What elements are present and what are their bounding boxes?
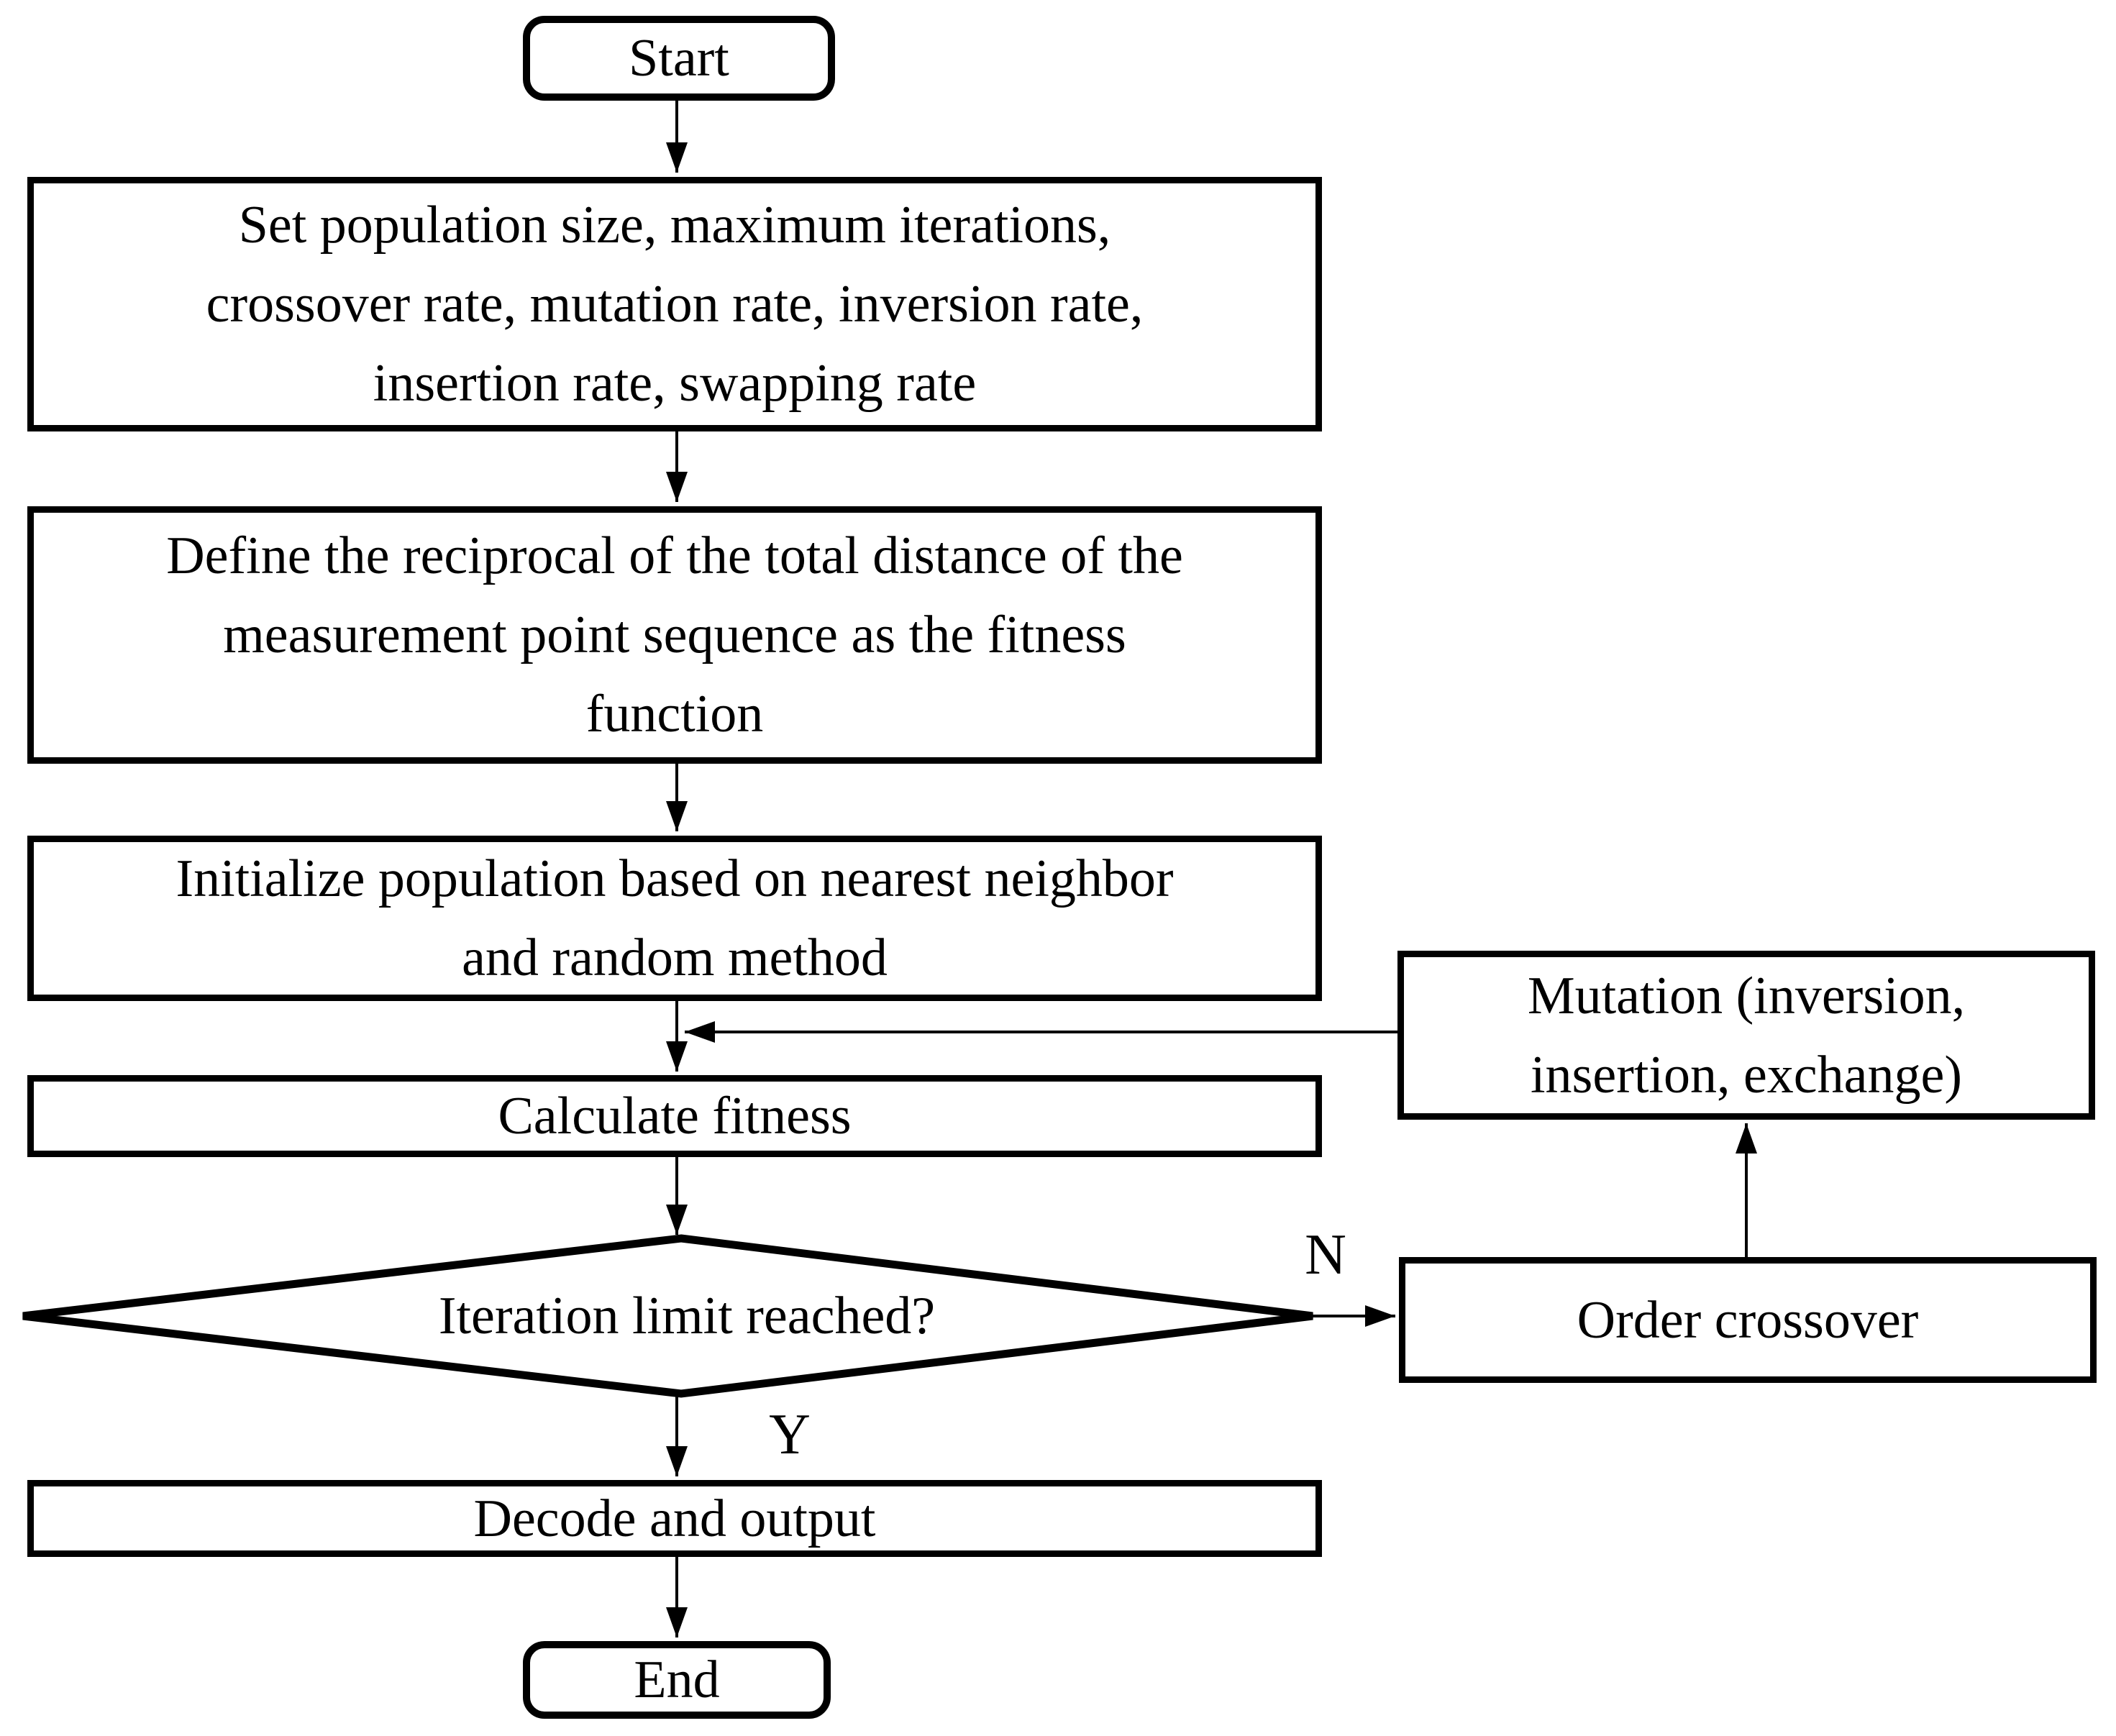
process-text-line: measurement point sequence as the fitnes… xyxy=(223,606,1126,664)
process-set-parameters: Set population size, maximum iterations,… xyxy=(27,177,1322,431)
process-text-line: Set population size, maximum iterations, xyxy=(238,196,1111,255)
process-text-line: Initialize population based on nearest n… xyxy=(175,849,1174,908)
start-node: Start xyxy=(523,16,835,101)
edge-label-no: N xyxy=(1305,1223,1346,1287)
process-calculate-fitness: Calculate fitness xyxy=(27,1075,1322,1157)
process-order-crossover: Order crossover xyxy=(1399,1257,2097,1383)
decision-text: Iteration limit reached? xyxy=(438,1287,936,1346)
process-text-line: insertion, exchange) xyxy=(1531,1045,1962,1105)
process-decode-output: Decode and output xyxy=(27,1480,1322,1557)
process-text-line: Mutation (inversion, xyxy=(1527,966,1966,1025)
edge-label-yes: Y xyxy=(769,1403,811,1466)
process-text-line: Order crossover xyxy=(1577,1290,1919,1350)
process-text-line: Define the reciprocal of the total dista… xyxy=(166,526,1183,585)
end-node: End xyxy=(523,1641,831,1719)
process-text-line: and random method xyxy=(462,928,888,987)
process-mutation: Mutation (inversion, insertion, exchange… xyxy=(1397,951,2095,1120)
decision-iteration-check: Iteration limit reached? xyxy=(111,1287,1262,1346)
process-initialize-population: Initialize population based on nearest n… xyxy=(27,836,1322,1001)
process-text-line: crossover rate, mutation rate, inversion… xyxy=(206,275,1144,334)
process-fitness-definition: Define the reciprocal of the total dista… xyxy=(27,506,1322,764)
process-text-line: Decode and output xyxy=(473,1489,876,1548)
decision-diamond-shape xyxy=(22,1234,1313,1398)
process-text-line: Calculate fitness xyxy=(498,1087,852,1146)
process-text-line: insertion rate, swapping rate xyxy=(373,354,977,413)
end-label: End xyxy=(634,1650,720,1709)
start-label: Start xyxy=(629,29,729,88)
process-text-line: function xyxy=(585,685,764,744)
